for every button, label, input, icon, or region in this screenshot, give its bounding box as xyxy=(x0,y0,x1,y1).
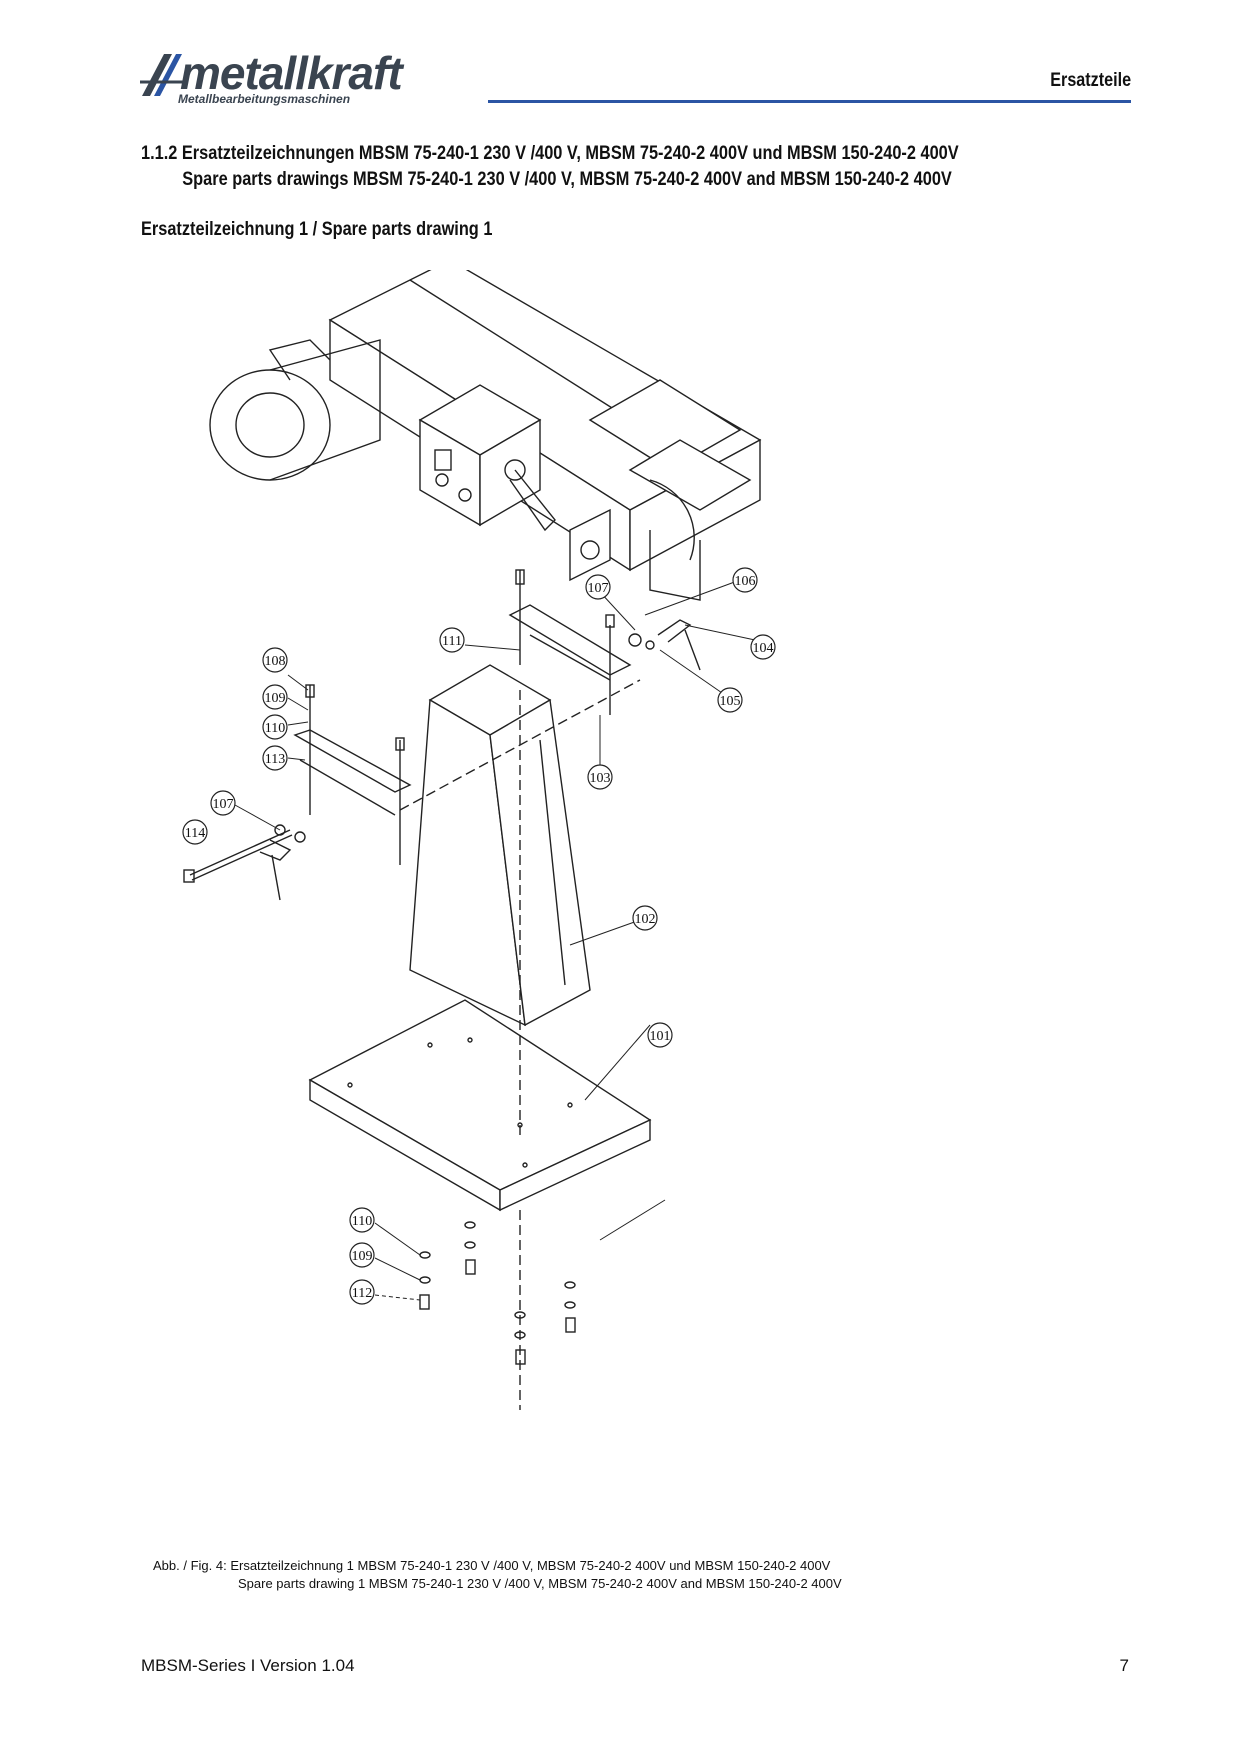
callout-label: 112 xyxy=(352,1286,372,1301)
callout-label: 109 xyxy=(352,1249,373,1264)
callout-label: 114 xyxy=(185,826,205,841)
heading-line-de: 1.1.2 Ersatzteilzeichnungen MBSM 75-240-… xyxy=(141,143,959,164)
callout-label: 113 xyxy=(265,752,285,767)
footer-version: MBSM-Series I Version 1.04 xyxy=(141,1656,355,1675)
callout-label: 107 xyxy=(213,797,234,812)
header-rule xyxy=(488,100,1131,103)
callout-label: 111 xyxy=(442,634,462,649)
callout-label: 102 xyxy=(635,912,656,927)
callout-112: 112 xyxy=(349,1279,375,1305)
page-number: 7 xyxy=(1119,1656,1129,1675)
brand-logo: metallkraft Metallbearbeitungsmaschinen xyxy=(140,47,470,110)
caption-line-de: Abb. / Fig. 4: Ersatzteilzeichnung 1 MBS… xyxy=(153,1558,831,1573)
callout-103: 103 xyxy=(587,764,613,790)
callout-109-upper: 109 xyxy=(262,684,288,710)
callout-107-upper: 107 xyxy=(585,574,611,600)
callout-110-lower: 110 xyxy=(349,1207,375,1233)
callout-105: 105 xyxy=(717,687,743,713)
callout-label: 105 xyxy=(720,694,741,709)
callout-label: 107 xyxy=(588,581,609,596)
figure-caption: Abb. / Fig. 4: Ersatzteilzeichnung 1 MBS… xyxy=(153,1557,842,1593)
callout-label: 110 xyxy=(352,1214,372,1229)
page-heading: 1.1.2 Ersatzteilzeichnungen MBSM 75-240-… xyxy=(141,141,959,193)
machine-assembly xyxy=(209,270,762,601)
base-plate xyxy=(308,999,652,1212)
callout-102: 102 xyxy=(632,905,658,931)
section-label: Ersatzteile xyxy=(1050,70,1131,91)
callout-114: 114 xyxy=(182,819,208,845)
caption-line-en: Spare parts drawing 1 MBSM 75-240-1 230 … xyxy=(238,1576,842,1591)
column xyxy=(409,664,591,1027)
logo-tagline: Metallbearbeitungsmaschinen xyxy=(178,92,351,106)
callout-101: 101 xyxy=(647,1022,673,1048)
callout-110-upper: 110 xyxy=(262,714,288,740)
bottom-hardware xyxy=(419,1221,576,1365)
heading-line-en: Spare parts drawings MBSM 75-240-1 230 V… xyxy=(182,169,952,190)
callout-label: 106 xyxy=(735,574,756,589)
callout-111: 111 xyxy=(439,627,465,653)
callout-113: 113 xyxy=(262,745,288,771)
callout-109-lower: 109 xyxy=(349,1242,375,1268)
upper-bracket xyxy=(508,569,701,715)
callout-107-lower: 107 xyxy=(210,790,236,816)
callout-label: 103 xyxy=(590,771,611,786)
callout-106: 106 xyxy=(732,567,758,593)
exploded-parts-drawing: 101 102 103 104 105 106 107 107 108 109 … xyxy=(182,270,776,1410)
callout-label: 101 xyxy=(650,1029,671,1044)
drawing-title: Ersatzteilzeichnung 1 / Spare parts draw… xyxy=(141,219,493,240)
callout-label: 104 xyxy=(753,641,774,656)
callout-label: 109 xyxy=(265,691,286,706)
logo-mark-icon xyxy=(140,54,184,96)
callout-label: 110 xyxy=(265,721,285,736)
callout-label: 108 xyxy=(265,654,286,669)
callout-104: 104 xyxy=(750,634,776,660)
left-bracket xyxy=(183,684,412,901)
callout-108: 108 xyxy=(262,647,288,673)
logo-wordmark: metallkraft xyxy=(180,47,403,99)
